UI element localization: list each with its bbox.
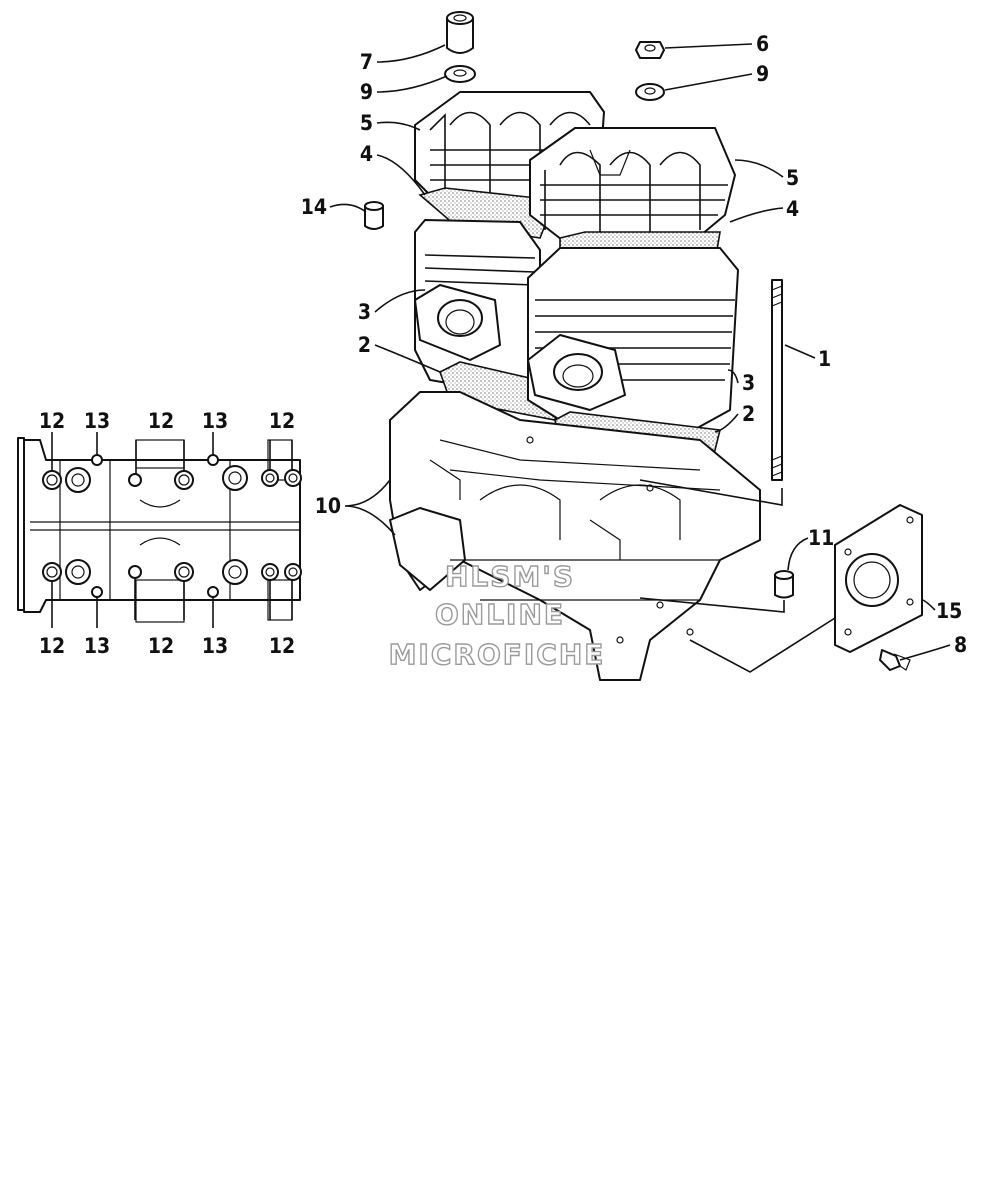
inset-callout-bottom-4: 13 [202,634,228,658]
dowel-part-11 [774,570,794,599]
inset-callout-bottom-5: 12 [269,634,295,658]
inset-callout-top-3: 12 [148,409,174,433]
washer-part-9-right [635,83,665,101]
inset-callout-top-4: 13 [202,409,228,433]
callout-1: 1 [818,347,831,371]
callout-6: 6 [756,32,769,56]
callout-9-right: 9 [756,62,769,86]
callout-10: 10 [315,494,341,518]
cover-plate-part-15 [834,504,923,653]
bolt-hole-row-bottom [42,559,302,598]
callout-3-left: 3 [358,300,371,324]
inset-callout-bottom-3: 12 [148,634,174,658]
callout-3-right: 3 [742,371,755,395]
callout-7: 7 [360,50,373,74]
crankcase-part-10 [389,391,761,681]
cylinder-part-3-rear [414,219,541,393]
callout-2-right: 2 [742,402,755,426]
crankcase-bolt-inset [17,432,302,628]
cylinder-part-3-front [527,247,739,433]
screw-part-8 [879,649,911,671]
inset-callout-bottom-1: 12 [39,634,65,658]
leader-lines [329,43,951,673]
washer-part-9-left [444,65,476,83]
inset-callout-top-1: 12 [39,409,65,433]
spacer-part-7 [446,11,474,54]
dowel-part-14 [364,201,384,230]
cylinder-head-part-5-front [529,127,736,251]
callout-9-left: 9 [360,80,373,104]
stud-part-1 [771,279,783,481]
callout-8: 8 [954,633,967,657]
watermark: HLSM'S ONLINE MICROFICHE [388,559,606,671]
callout-15: 15 [936,599,962,623]
callout-11: 11 [808,526,834,550]
inset-callout-top-2: 13 [84,409,110,433]
inset-callout-bottom-2: 13 [84,634,110,658]
watermark-line-3: MICROFICHE [389,638,606,671]
watermark-line-2: ONLINE [435,598,565,631]
callout-5-left: 5 [360,111,373,135]
part-callouts: 7 9 5 4 14 3 2 10 6 9 5 4 1 3 2 11 15 8 [301,32,967,657]
callout-4-left: 4 [360,142,373,166]
inset-callout-top-5: 12 [269,409,295,433]
inset-callouts: 12 13 12 13 12 12 13 12 13 12 [39,409,295,658]
callout-5-right: 5 [786,166,799,190]
callout-4-right: 4 [786,197,799,221]
callout-2-left: 2 [358,333,371,357]
nut-part-6 [635,41,665,59]
callout-14: 14 [301,195,327,219]
watermark-line-1: HLSM'S [445,560,575,593]
